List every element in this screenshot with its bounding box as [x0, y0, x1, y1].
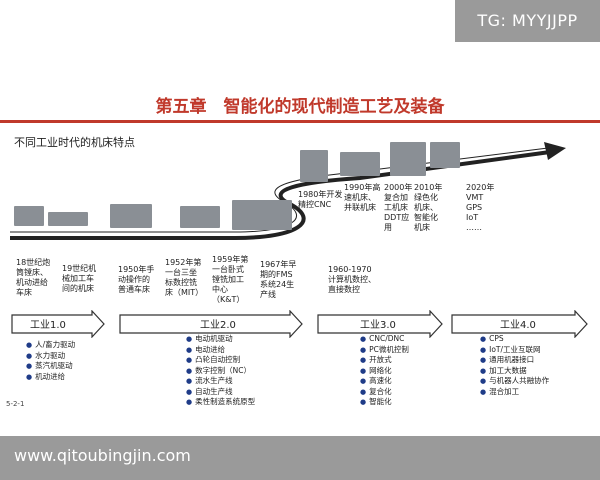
bullet-item: 与机器人共融协作 [480, 376, 549, 387]
bullet-item: 智能化 [360, 397, 409, 408]
era-label: 工业2.0 [200, 320, 236, 331]
bullet-item: 复合化 [360, 387, 409, 398]
timeline-note: 1952年第 一台三坐 标数控铣 床（MIT） [165, 258, 204, 297]
bullet-item: 自动生产线 [186, 387, 255, 398]
bullet-item: 人/畜力驱动 [26, 340, 75, 351]
bullet-item: 凸轮自动控制 [186, 355, 255, 366]
era-label: 工业4.0 [500, 320, 536, 331]
upper-note: 1980年开发 精控CNC [298, 190, 343, 209]
bullet-item: 蒸汽机驱动 [26, 361, 75, 372]
timeline-note: 1960-1970 计算机数控、 直接数控 [328, 265, 376, 294]
bullet-item: 高速化 [360, 376, 409, 387]
bullet-item: 通用机器接口 [480, 355, 549, 366]
bullet-item: 机动进给 [26, 372, 75, 383]
bullet-item: 网络化 [360, 366, 409, 377]
timeline-note: 1950年手 动操作的 普通车床 [118, 265, 155, 294]
era-label: 工业3.0 [360, 320, 396, 331]
watermark-bottom: www.qitoubingjin.com [0, 436, 600, 480]
bullet-item: 流水生产线 [186, 376, 255, 387]
bullet-item: IoT/工业互联网 [480, 345, 549, 356]
title-underline [0, 120, 600, 123]
bullet-item: 电动机驱动 [186, 334, 255, 345]
timeline-note: 1967年早 期的FMS 系统24生 产线 [260, 260, 297, 299]
upper-note: 2020年 VMT GPS IoT …… [466, 183, 495, 232]
era-bullets-4: CPS IoT/工业互联网 通用机器接口 加工大数据 与机器人共融协作 混合加工 [480, 334, 549, 397]
timeline-note: 19世纪机 械加工车 间的机床 [62, 264, 97, 293]
slide-number: 5-2-1 [6, 400, 25, 408]
bullet-item: CPS [480, 334, 549, 345]
bullet-item: 加工大数据 [480, 366, 549, 377]
bullet-item: 开放式 [360, 355, 409, 366]
era-bullets-2: 电动机驱动 电动进给 凸轮自动控制 数字控制（NC） 流水生产线 自动生产线 柔… [186, 334, 255, 408]
upper-note: 2000年 复合加 工机床 DDT应 用 [384, 183, 413, 232]
watermark-top: TG: MYYJJPP [455, 0, 600, 42]
bullet-item: PC微机控制 [360, 345, 409, 356]
bullet-item: 柔性制造系统原型 [186, 397, 255, 408]
bullet-item: 数字控制（NC） [186, 366, 255, 377]
bullet-item: CNC/DNC [360, 334, 409, 345]
bullet-item: 水力驱动 [26, 351, 75, 362]
upper-note: 1990年高 速机床、 并联机床 [344, 183, 381, 212]
era-bullets-1: 人/畜力驱动 水力驱动 蒸汽机驱动 机动进给 [26, 340, 75, 382]
era-bullets-3: CNC/DNC PC微机控制 开放式 网络化 高速化 复合化 智能化 [360, 334, 409, 408]
slide-title: 第五章 智能化的现代制造工艺及装备 [155, 97, 445, 117]
bullet-item: 混合加工 [480, 387, 549, 398]
upper-note: 2010年 绿色化 机床、 智能化 机床 [414, 183, 443, 232]
era-arrows [11, 310, 588, 338]
timeline-note: 18世纪炮 筒镗床、 机动进给 车床 [16, 258, 51, 297]
slide-subtitle: 不同工业时代的机床特点 [14, 136, 135, 149]
timeline-note: 1959年第 一台卧式 镗铣加工 中心 （K&T） [212, 255, 249, 304]
bullet-item: 电动进给 [186, 345, 255, 356]
era-label: 工业1.0 [30, 320, 66, 331]
